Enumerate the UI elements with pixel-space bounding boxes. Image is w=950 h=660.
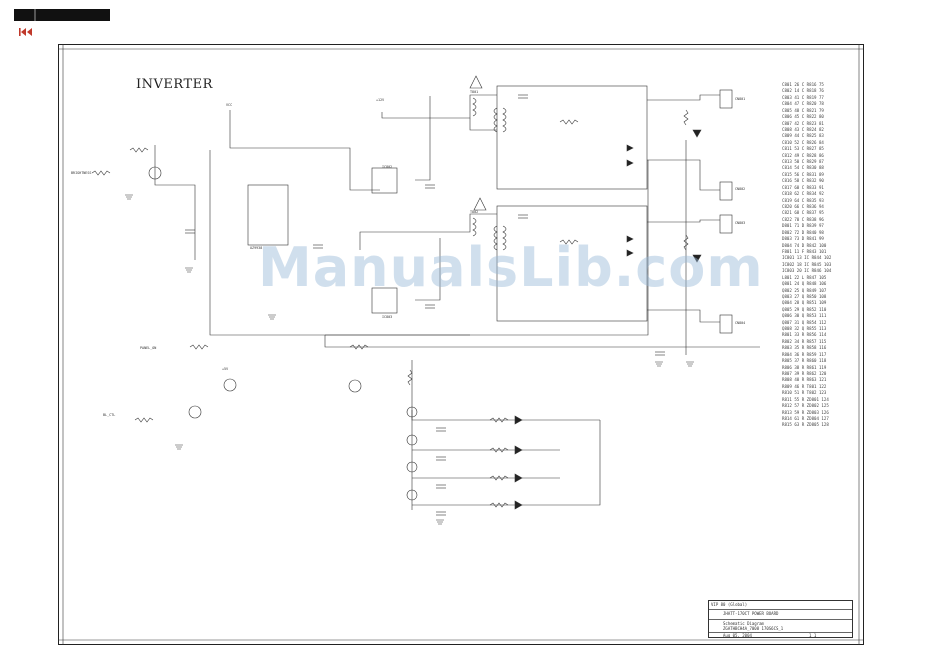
label-vcc: VCC — [226, 103, 232, 107]
parts-list-row: C805 48 C R821 79 — [782, 107, 824, 113]
parts-list-row: Q802 25 Q R849 107 — [782, 287, 827, 293]
parts-list-row: F801 11 F R843 101 — [782, 248, 827, 254]
parts-list-row: R806 38 R R861 119 — [782, 364, 827, 370]
back-icon[interactable] — [18, 27, 34, 37]
parts-list-row: R801 33 R R856 114 — [782, 332, 827, 338]
header-tab — [14, 9, 36, 21]
label-panel-on: PANEL_ON — [140, 346, 156, 350]
parts-list-row: C815 56 C R831 89 — [782, 171, 824, 177]
label-brightness: BRIGHTNESS — [71, 171, 91, 175]
parts-list-row: R811 55 R ZD801 124 — [782, 396, 829, 402]
title-block-line2: JHATT-170CT POWER BOARD — [723, 611, 779, 616]
parts-list-row: R805 37 R R860 118 — [782, 358, 827, 364]
header-bar — [14, 9, 110, 21]
parts-list-row: C819 64 C R835 93 — [782, 197, 824, 203]
label-cn4: CN804 — [735, 321, 745, 325]
label-t2: T802 — [470, 210, 478, 214]
parts-list-row: IC802 18 IC R845 103 — [782, 261, 832, 267]
parts-list-row: IC803 20 IC R846 104 — [782, 268, 832, 274]
parts-list-row: D803 73 D R841 99 — [782, 236, 824, 242]
parts-list-row: Q805 29 Q R852 110 — [782, 306, 827, 312]
parts-list-row: C802 14 C R818 76 — [782, 88, 824, 94]
parts-list-row: R802 34 R R857 115 — [782, 338, 827, 344]
title-block-line1: VIP 80 (Global) — [711, 602, 748, 607]
parts-list-row: C814 54 C R830 88 — [782, 165, 824, 171]
parts-list-row: C812 49 C R828 86 — [782, 152, 824, 158]
schematic-frame — [58, 44, 864, 645]
parts-list-row: R809 46 R T801 122 — [782, 383, 827, 389]
parts-list-row: D801 71 D R839 97 — [782, 223, 824, 229]
parts-list-row: R812 57 R ZD802 125 — [782, 403, 829, 409]
parts-list-row: Q801 24 Q R848 106 — [782, 281, 827, 287]
label-ic2: IC802 — [382, 165, 392, 169]
parts-list-row: C820 66 C R836 94 — [782, 204, 824, 210]
parts-list-row: R804 36 R R859 117 — [782, 351, 827, 357]
parts-list-row: R810 51 R T802 123 — [782, 390, 827, 396]
parts-list-row: Q807 31 Q R854 112 — [782, 319, 827, 325]
parts-list-row: C809 44 C R825 83 — [782, 133, 824, 139]
label-ic1: OZ9938 — [250, 246, 262, 250]
parts-list-row: L801 22 L R847 105 — [782, 274, 827, 280]
parts-list-row: Q804 28 Q R851 109 — [782, 300, 827, 306]
label-ic3: IC803 — [382, 315, 392, 319]
parts-list-row: C811 53 C R827 85 — [782, 146, 824, 152]
parts-list-row: C804 47 C R820 78 — [782, 101, 824, 107]
parts-list-row: C806 45 C R822 80 — [782, 114, 824, 120]
parts-list-row: C813 50 C R829 87 — [782, 159, 824, 165]
label-cn3: CN803 — [735, 221, 745, 225]
parts-list-row: R814 61 R ZD804 127 — [782, 415, 829, 421]
parts-list-row: C801 26 C R816 75 — [782, 82, 824, 87]
sheet-title: INVERTER — [136, 77, 213, 92]
watermark: ManualsLib.com — [258, 236, 764, 299]
parts-list-row: R815 63 R ZD805 128 — [782, 422, 829, 428]
label-cn1: CN801 — [735, 97, 745, 101]
title-block-line4: ZGATHBCH4A_7008 170S6CS_1 — [723, 626, 784, 631]
parts-list-row: C817 60 C R833 91 — [782, 184, 824, 190]
parts-list-row: R803 35 R R858 116 — [782, 345, 827, 351]
parts-list-row: C803 41 C R819 77 — [782, 94, 824, 100]
title-block-date: Aug 05, 2004 — [723, 633, 752, 638]
parts-list-row: Q803 27 Q R850 108 — [782, 293, 827, 299]
parts-list-row: R813 59 R ZD803 126 — [782, 409, 829, 415]
label-bl-ctl: BL_CTL — [103, 413, 115, 417]
parts-list-row: C816 58 C R832 90 — [782, 178, 824, 184]
parts-list-row: C807 42 C R823 81 — [782, 120, 824, 126]
label-t1: T801 — [470, 90, 478, 94]
parts-list-row: C818 62 C R834 92 — [782, 191, 824, 197]
parts-list-row: Q808 32 Q R855 113 — [782, 326, 827, 332]
label-12v: +12V — [376, 98, 384, 102]
parts-list-row: R807 39 R R862 120 — [782, 370, 827, 376]
parts-list-row: Q806 30 Q R853 111 — [782, 313, 827, 319]
label-5v: +5V — [222, 367, 228, 371]
title-block-line3: Schematic Diagram — [723, 621, 764, 626]
parts-list-row: C808 43 C R824 82 — [782, 126, 824, 132]
title-block-page: 1 1 — [809, 633, 817, 638]
parts-list-row: D802 72 D R840 98 — [782, 229, 824, 235]
parts-list-row: C810 52 C R826 84 — [782, 139, 824, 145]
parts-list-row: C822 70 C R838 96 — [782, 216, 824, 222]
parts-list-row: IC801 13 IC R844 102 — [782, 255, 832, 261]
label-cn2: CN802 — [735, 187, 745, 191]
title-block: VIP 80 (Global) JHATT-170CT POWER BOARD … — [708, 600, 853, 638]
parts-list-row: C821 68 C R837 95 — [782, 210, 824, 216]
parts-list-row: D804 74 D R842 100 — [782, 242, 827, 248]
parts-list-row: R808 40 R R863 121 — [782, 377, 827, 383]
